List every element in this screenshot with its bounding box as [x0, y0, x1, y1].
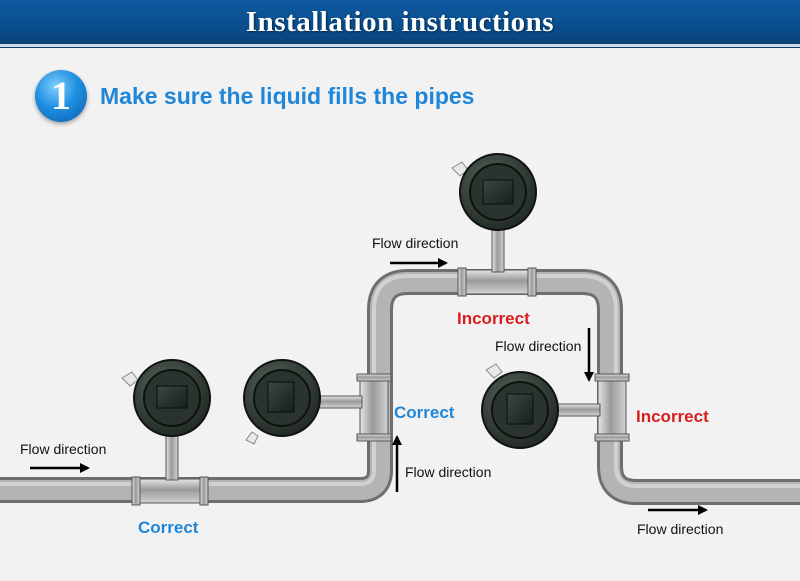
correct-label: Correct	[394, 403, 454, 423]
flow-direction-label: Flow direction	[637, 521, 723, 537]
flow-meter-icon	[122, 360, 210, 505]
flow-meter-icon	[482, 364, 629, 448]
flow-meter-icon	[452, 154, 536, 296]
flow-direction-label: Flow direction	[372, 235, 458, 251]
flow-direction-label: Flow direction	[20, 441, 106, 457]
pipe-network	[0, 276, 800, 492]
incorrect-label: Incorrect	[636, 407, 709, 427]
correct-label: Correct	[138, 518, 198, 538]
incorrect-label: Incorrect	[457, 309, 530, 329]
flow-direction-label: Flow direction	[405, 464, 491, 480]
flow-direction-label: Flow direction	[495, 338, 581, 354]
